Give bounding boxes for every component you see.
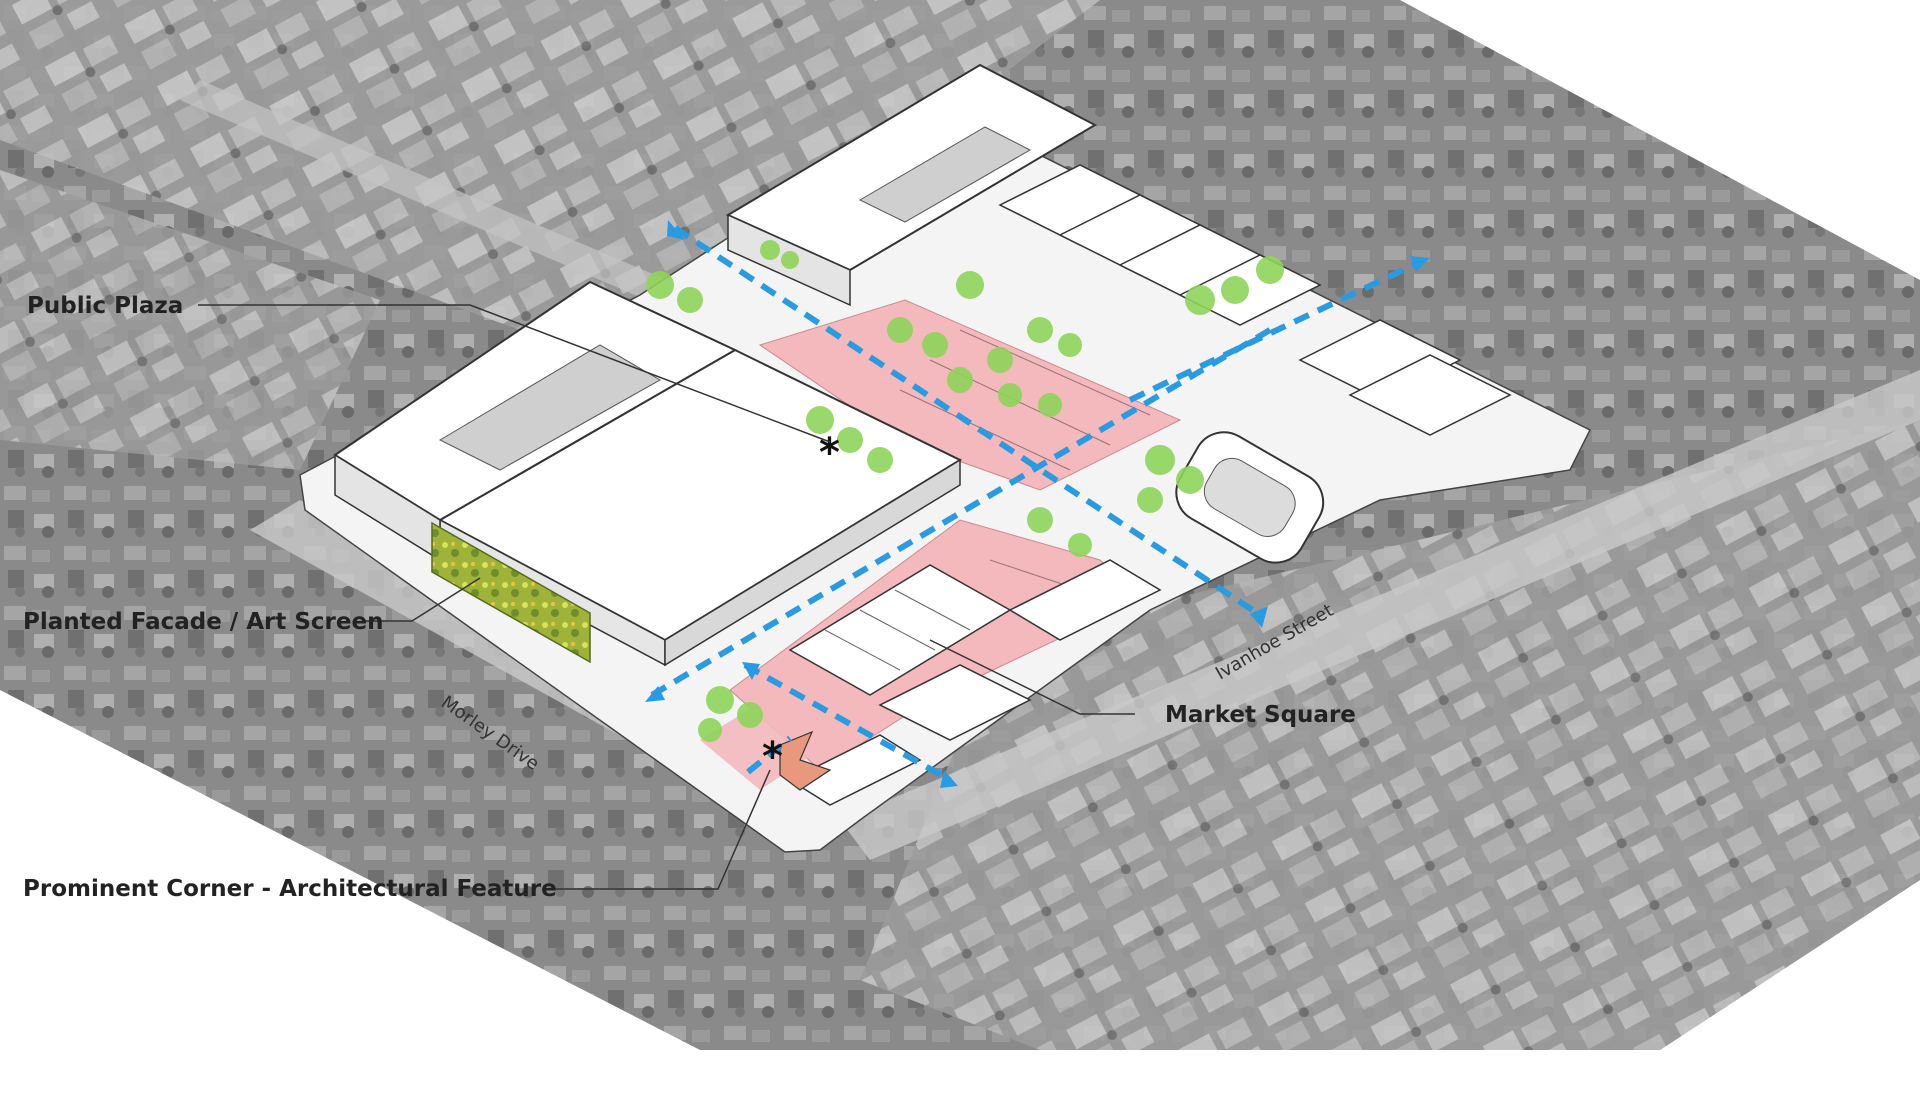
leader-market-square xyxy=(929,639,1135,715)
arrowhead-north xyxy=(667,220,685,240)
arrowhead-corner-east xyxy=(940,770,958,788)
corner-architectural-feature xyxy=(779,730,832,791)
road-north xyxy=(180,80,760,340)
trees xyxy=(646,240,1284,742)
aerial-houses-south xyxy=(860,420,1920,1050)
north-building-courtyard xyxy=(858,126,1032,223)
leader-prominent-corner xyxy=(543,769,771,890)
aerial-houses-west xyxy=(0,170,380,470)
asterisk-marker-plaza: * xyxy=(819,430,840,476)
main-building-wall-right xyxy=(664,458,961,667)
arrow-path-corner-east xyxy=(743,662,952,783)
callout-planted-facade: Planted Facade / Art Screen xyxy=(23,609,383,635)
leader-lines xyxy=(198,304,1135,890)
market-square-stalls xyxy=(824,589,971,671)
road-ivanhoe-street xyxy=(840,370,1920,860)
round-pavilion-inner xyxy=(1203,457,1296,537)
arrowhead-east xyxy=(1410,256,1430,272)
asterisk-marker-corner: * xyxy=(762,734,783,780)
arrow-path-north-south xyxy=(673,225,1262,618)
corner-building-roof xyxy=(788,734,922,806)
movement-arrows xyxy=(650,225,1422,783)
arrow-heads xyxy=(645,220,1430,788)
leader-public-plaza xyxy=(198,304,831,443)
arrow-path-east xyxy=(1128,259,1422,403)
arrowhead-west xyxy=(645,686,665,702)
callout-market-square: Market Square xyxy=(1165,702,1356,728)
arrow-path-corner-north xyxy=(746,735,792,775)
leader-planted-facade xyxy=(362,577,481,622)
west-building-courtyard xyxy=(438,344,662,471)
callout-prominent-corner: Prominent Corner - Architectural Feature xyxy=(23,876,557,902)
arrowhead-south xyxy=(1250,606,1268,628)
southeast-building-roof xyxy=(1008,559,1162,641)
aerial-houses-north xyxy=(0,0,1100,330)
callout-public-plaza: Public Plaza xyxy=(27,293,183,319)
south-building-roof xyxy=(878,664,1032,741)
planted-facade-screen xyxy=(431,521,591,664)
arrow-path-diagonal-west xyxy=(650,327,1272,698)
arrowhead-corner-north xyxy=(742,662,760,680)
